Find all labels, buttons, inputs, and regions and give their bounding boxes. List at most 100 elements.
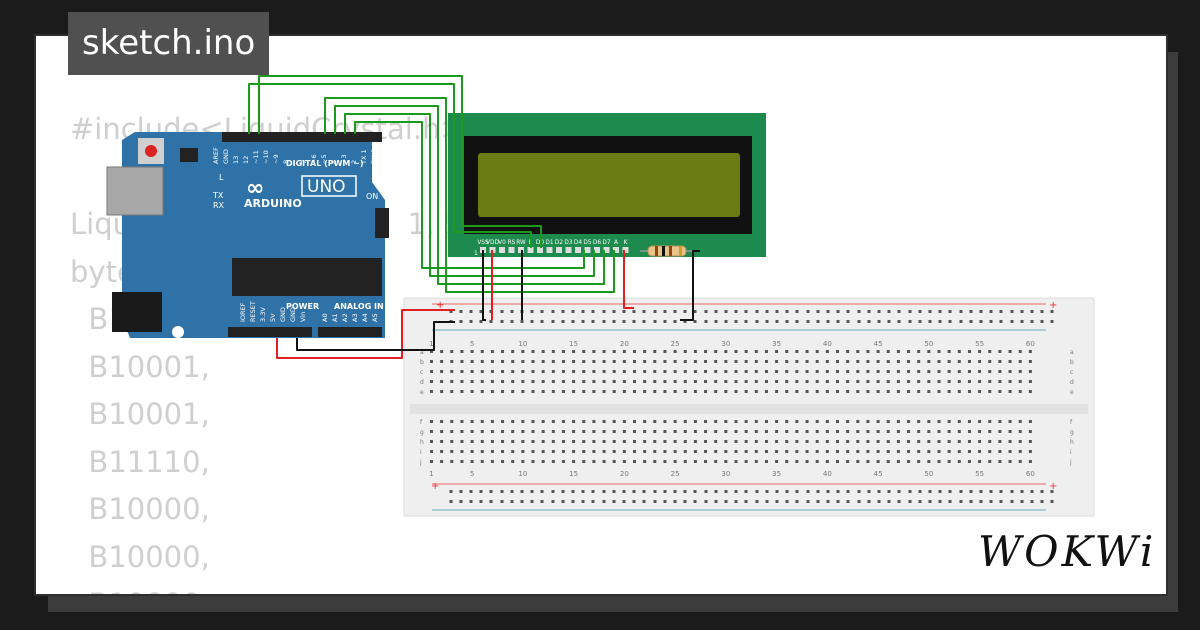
wire [482,250,486,321]
digital-header [222,132,382,142]
row-label: j [419,459,422,466]
row-label: c [1070,369,1073,376]
column-label: 5 [470,340,474,348]
wire [680,250,700,321]
digital-pin-label: TX 1 [360,149,368,165]
power-pin-label: GND [279,307,287,322]
lcd-pin [575,247,581,253]
digital-pin-label: ~9 [272,154,280,164]
row-label: d [1070,379,1074,386]
resistor-band [669,246,672,256]
column-label: 30 [721,470,730,478]
digital-pin-label: ~5 [320,154,328,164]
arduino-model: UNO [307,177,346,197]
analog-header [318,327,382,337]
column-label: 1 [429,340,433,348]
power-header [228,327,312,337]
lcd-pin [565,247,572,253]
wire [334,105,605,285]
digital-pin-label: 13 [232,156,240,164]
wires [248,75,700,359]
column-label: 20 [620,470,629,478]
power-pin-label: Vin [299,312,307,322]
column-label: 20 [620,340,629,348]
column-label: 50 [924,340,933,348]
power-pin-label: GND [289,307,297,322]
column-label: 60 [1026,470,1035,478]
lcd-pin-label: D7 [602,240,610,246]
lcd-pin-label: VDD [486,240,499,246]
column-label: 10 [518,470,527,478]
lcd-pin [594,247,600,253]
arduino-name: ARDUINO [244,197,302,210]
lcd-pin-label: RS [508,240,516,246]
wire [354,121,585,269]
breadboard-center-channel [410,404,1088,414]
rail-plus: + [1049,481,1057,492]
lcd-pin-label: D2 [555,240,563,246]
rail-plus: + [431,481,439,492]
arduino-logo-icon: ∞ [246,176,264,201]
row-label: b [1070,359,1074,366]
lcd-pin [622,247,629,253]
lcd-pin-label: K [624,240,628,246]
lcd-pin [508,247,515,253]
lcd-pin [603,247,610,253]
column-label: 30 [721,340,730,348]
power-label: POWER [286,302,319,311]
digital-pin-label: ~3 [340,154,348,164]
tx-led-label: TX [212,191,224,200]
row-label: f [420,419,423,426]
wire [248,83,532,248]
lcd-pin-label: D3 [564,240,572,246]
power-pin-label: A3 [351,313,359,322]
lcd-pin [527,247,534,253]
digital-pin-label: 12 [242,156,250,164]
lcd-pin [537,247,543,253]
resistor-band [655,246,658,256]
row-label: e [1070,389,1074,396]
power-pin-label: IOREF [239,302,247,322]
on-label: ON [366,192,378,201]
icsp2-header [180,148,198,162]
column-label: 15 [569,340,578,348]
wokwi-logo: WOKWi [978,527,1157,576]
column-label: 25 [671,340,680,348]
row-label: j [1069,459,1072,466]
lcd-pin-label: D5 [583,240,591,246]
row-label: g [1070,429,1074,436]
row-label: c [420,369,423,376]
digital-pin-label: GND [222,149,230,164]
power-pin-label: A5 [371,313,379,322]
column-label: 45 [874,470,883,478]
digital-pin-label: 8 [282,160,290,164]
digital-pin-label: ~10 [262,150,270,164]
mount-hole [172,326,184,338]
row-label: h [420,439,424,446]
power-pin-label: A1 [331,313,339,322]
row-label: f [1070,419,1073,426]
row-label: a [420,349,424,356]
column-label: 15 [569,470,578,478]
digital-pin-label: 2 [350,160,358,164]
row-label: d [420,379,424,386]
column-label: 45 [874,340,883,348]
row-label: g [420,429,424,436]
row-label: i [1070,449,1072,456]
power-jack [112,292,162,332]
lcd-pin [556,247,562,253]
column-label: 5 [470,470,474,478]
digital-pin-label: AREF [212,147,220,164]
model-frame [301,175,357,197]
wire [276,309,455,359]
resistor [640,245,700,257]
column-label: 60 [1026,340,1035,348]
digital-pin-label: 7 [300,160,308,164]
power-pin-label: A4 [361,313,369,322]
sketch-filename: sketch.ino [68,12,270,75]
column-label: 55 [975,340,984,348]
power-pin-label: A0 [321,313,329,322]
row-label: b [420,359,424,366]
